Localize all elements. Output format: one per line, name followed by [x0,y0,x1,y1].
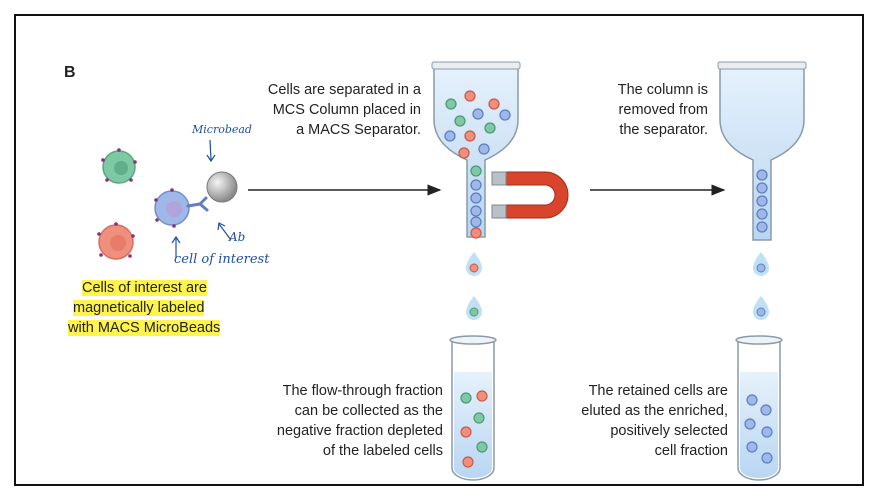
magnet [491,171,569,219]
column-in-separator [431,61,521,239]
caption-line: Cells are separated in a [267,82,421,98]
caption-line: of the labeled cells [322,443,443,459]
caption-line: MCS Column placed in [272,102,421,118]
caption-line: negative fraction depleted [276,423,443,439]
eluted-drops [753,252,769,320]
antibody [186,196,209,212]
flow-through-tube [449,335,497,481]
flow-through-caption: The flow-through fraction can be collect… [213,381,443,461]
cell-of-interest [154,188,190,228]
caption-line: cell fraction [654,443,728,459]
flow-through-drops [466,252,482,320]
unlabeled-green-cell [101,148,137,184]
caption-line: The flow-through fraction [282,383,443,399]
caption-line: Cells of interest are [82,280,207,296]
labeling-caption: Cells of interest are magnetically label… [68,278,278,338]
panel-label: B [64,64,76,81]
figure-frame [14,14,864,486]
caption-line: positively selected [610,423,728,439]
caption-line: can be collected as the [294,403,443,419]
retained-caption: The retained cells are eluted as the enr… [528,381,728,461]
unlabeled-red-cell [97,222,135,260]
cell-of-interest-annotation: cell of interest [174,252,270,267]
column-removed-caption: The column is removed from the separator… [558,80,708,140]
caption-line: The retained cells are [588,383,728,399]
microbead-annotation: Microbead [192,123,252,136]
removed-column [717,61,807,241]
caption-line: the separator. [619,122,708,138]
annotation-arrows [171,139,232,258]
enriched-tube [735,335,783,481]
microbead [206,171,238,203]
caption-line: a MACS Separator. [296,122,421,138]
caption-line: The column is [617,82,708,98]
caption-line: with MACS MicroBeads [68,320,221,336]
caption-line: magnetically labeled [73,300,205,316]
caption-line: eluted as the enriched, [581,403,728,419]
separation-caption: Cells are separated in a MCS Column plac… [221,80,421,140]
antibody-annotation: Ab [229,230,246,244]
caption-line: removed from [618,102,708,118]
